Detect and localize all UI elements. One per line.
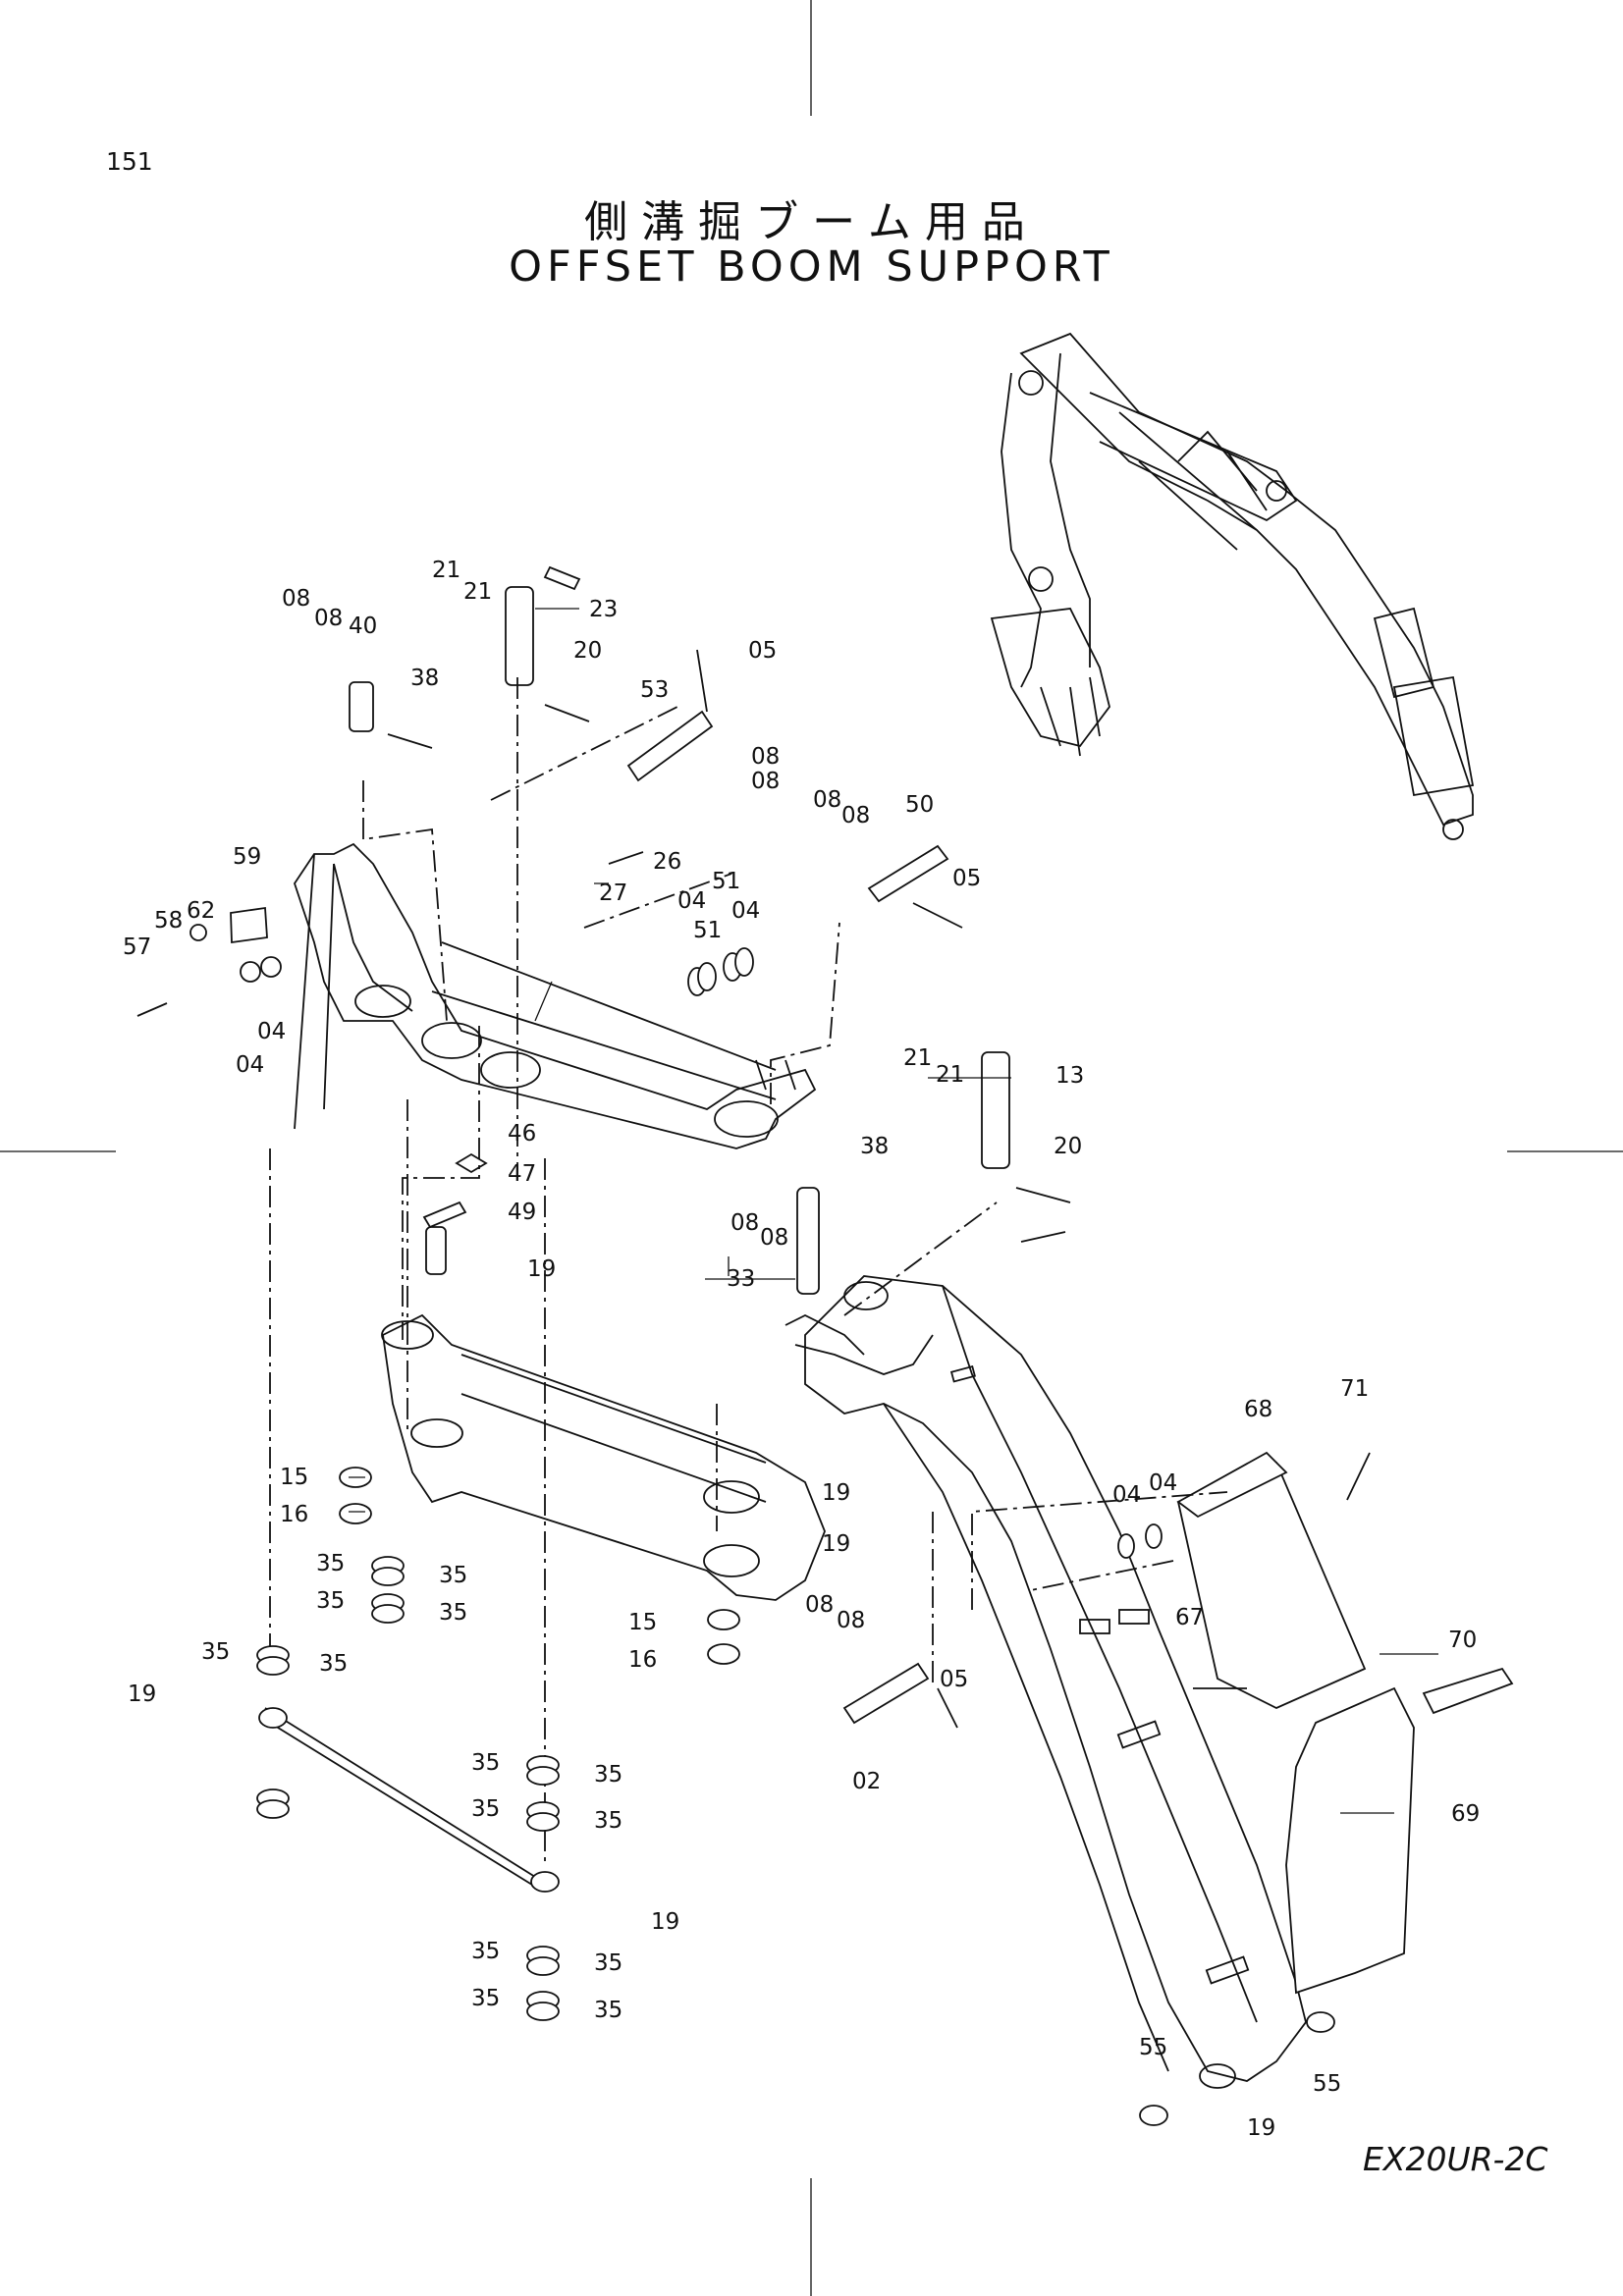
callout: 19 [128,1682,156,1707]
callout: 38 [860,1134,889,1159]
callout: 21 [903,1045,932,1071]
callout: 23 [589,597,618,622]
callout: 58 [154,908,183,934]
callout: 19 [822,1531,850,1557]
callout: 27 [599,881,627,906]
callout: 69 [1451,1801,1480,1827]
cover-plates [1176,1451,1514,1995]
callout: 40 [349,614,377,639]
upper-bracket [294,842,817,1149]
callout: 55 [1313,2071,1341,2097]
callout: 19 [1247,2115,1275,2141]
callout: 19 [527,1256,556,1282]
offset-boom [794,1275,1307,2089]
callout: 35 [471,1750,500,1776]
callout: 51 [693,918,722,943]
bolts [136,649,1371,1729]
callout: 57 [123,934,151,960]
callout: 21 [936,1062,964,1088]
callout: 71 [1340,1376,1369,1402]
callout: 46 [508,1121,536,1147]
callout: 35 [594,1950,622,1976]
callout: 04 [1112,1482,1141,1508]
callout: 53 [640,677,669,703]
leader-lines [349,608,1438,1814]
callout: 15 [628,1610,657,1635]
center-lines [269,677,1228,1865]
callout: 05 [748,638,777,664]
callout: 04 [236,1052,264,1078]
callout: 26 [653,849,681,875]
callout: 08 [805,1592,834,1618]
callout: 16 [628,1647,657,1673]
callout: 20 [1054,1134,1082,1159]
callout: 02 [852,1769,881,1794]
callout: 59 [233,844,261,870]
callout: 35 [471,1939,500,1964]
callout: 21 [432,558,460,583]
title-japanese: 側溝掘ブーム用品 [584,197,1039,247]
callout: 13 [1055,1063,1084,1089]
callout: 68 [1244,1397,1272,1422]
callout: 08 [751,769,780,794]
callout: 50 [905,792,934,818]
callout: 49 [508,1200,536,1225]
callout: 38 [410,666,439,691]
callout: 04 [257,1019,286,1044]
callout: 08 [314,606,343,631]
callout: 33 [727,1266,755,1292]
callout: 19 [822,1480,850,1506]
callout: 08 [837,1608,865,1633]
excavator-arm-inset [990,332,1475,840]
callout: 35 [201,1639,230,1665]
callout: 08 [730,1210,759,1236]
callout: 35 [594,1762,622,1788]
callout: 05 [940,1667,968,1692]
callout: 35 [439,1600,467,1626]
callout: 08 [751,744,780,770]
callout: 35 [319,1651,348,1677]
model-code: EX20UR-2C [1363,2140,1548,2178]
title-english: OFFSET BOOM SUPPORT [509,242,1114,292]
callout: 08 [813,787,841,813]
callout: 35 [316,1588,345,1614]
callout: 04 [677,888,706,914]
callout: 21 [463,579,492,605]
callout: 62 [187,898,215,924]
page-number: 151 [106,147,153,176]
callout: 05 [952,866,981,891]
callout: 08 [760,1225,788,1251]
callout: 04 [1149,1470,1177,1496]
callout: 70 [1448,1628,1477,1653]
callout: 55 [1139,2035,1167,2060]
callout: 35 [594,1808,622,1834]
callout: 04 [731,898,760,924]
callout: 20 [573,638,602,664]
callout: 47 [508,1161,536,1187]
callout: 35 [471,1796,500,1822]
callout: 15 [280,1465,308,1490]
callout: 35 [594,1998,622,2023]
callout: 35 [471,1986,500,2011]
callout: 35 [316,1551,345,1576]
washer-stacks [256,1556,560,2021]
callout: 08 [282,586,310,612]
callout: 16 [280,1502,308,1527]
callout: 51 [712,869,740,894]
pins-and-parts [189,565,1335,2126]
callout-labels: 08 08 40 21 21 23 38 20 05 53 08 08 59 2… [123,558,1480,2141]
lower-boom-base [381,1313,865,1601]
callout: 35 [439,1563,467,1588]
callout: 08 [841,803,870,828]
callout: 19 [651,1909,679,1935]
tie-rod [258,1707,560,1893]
callout: 67 [1175,1605,1204,1630]
